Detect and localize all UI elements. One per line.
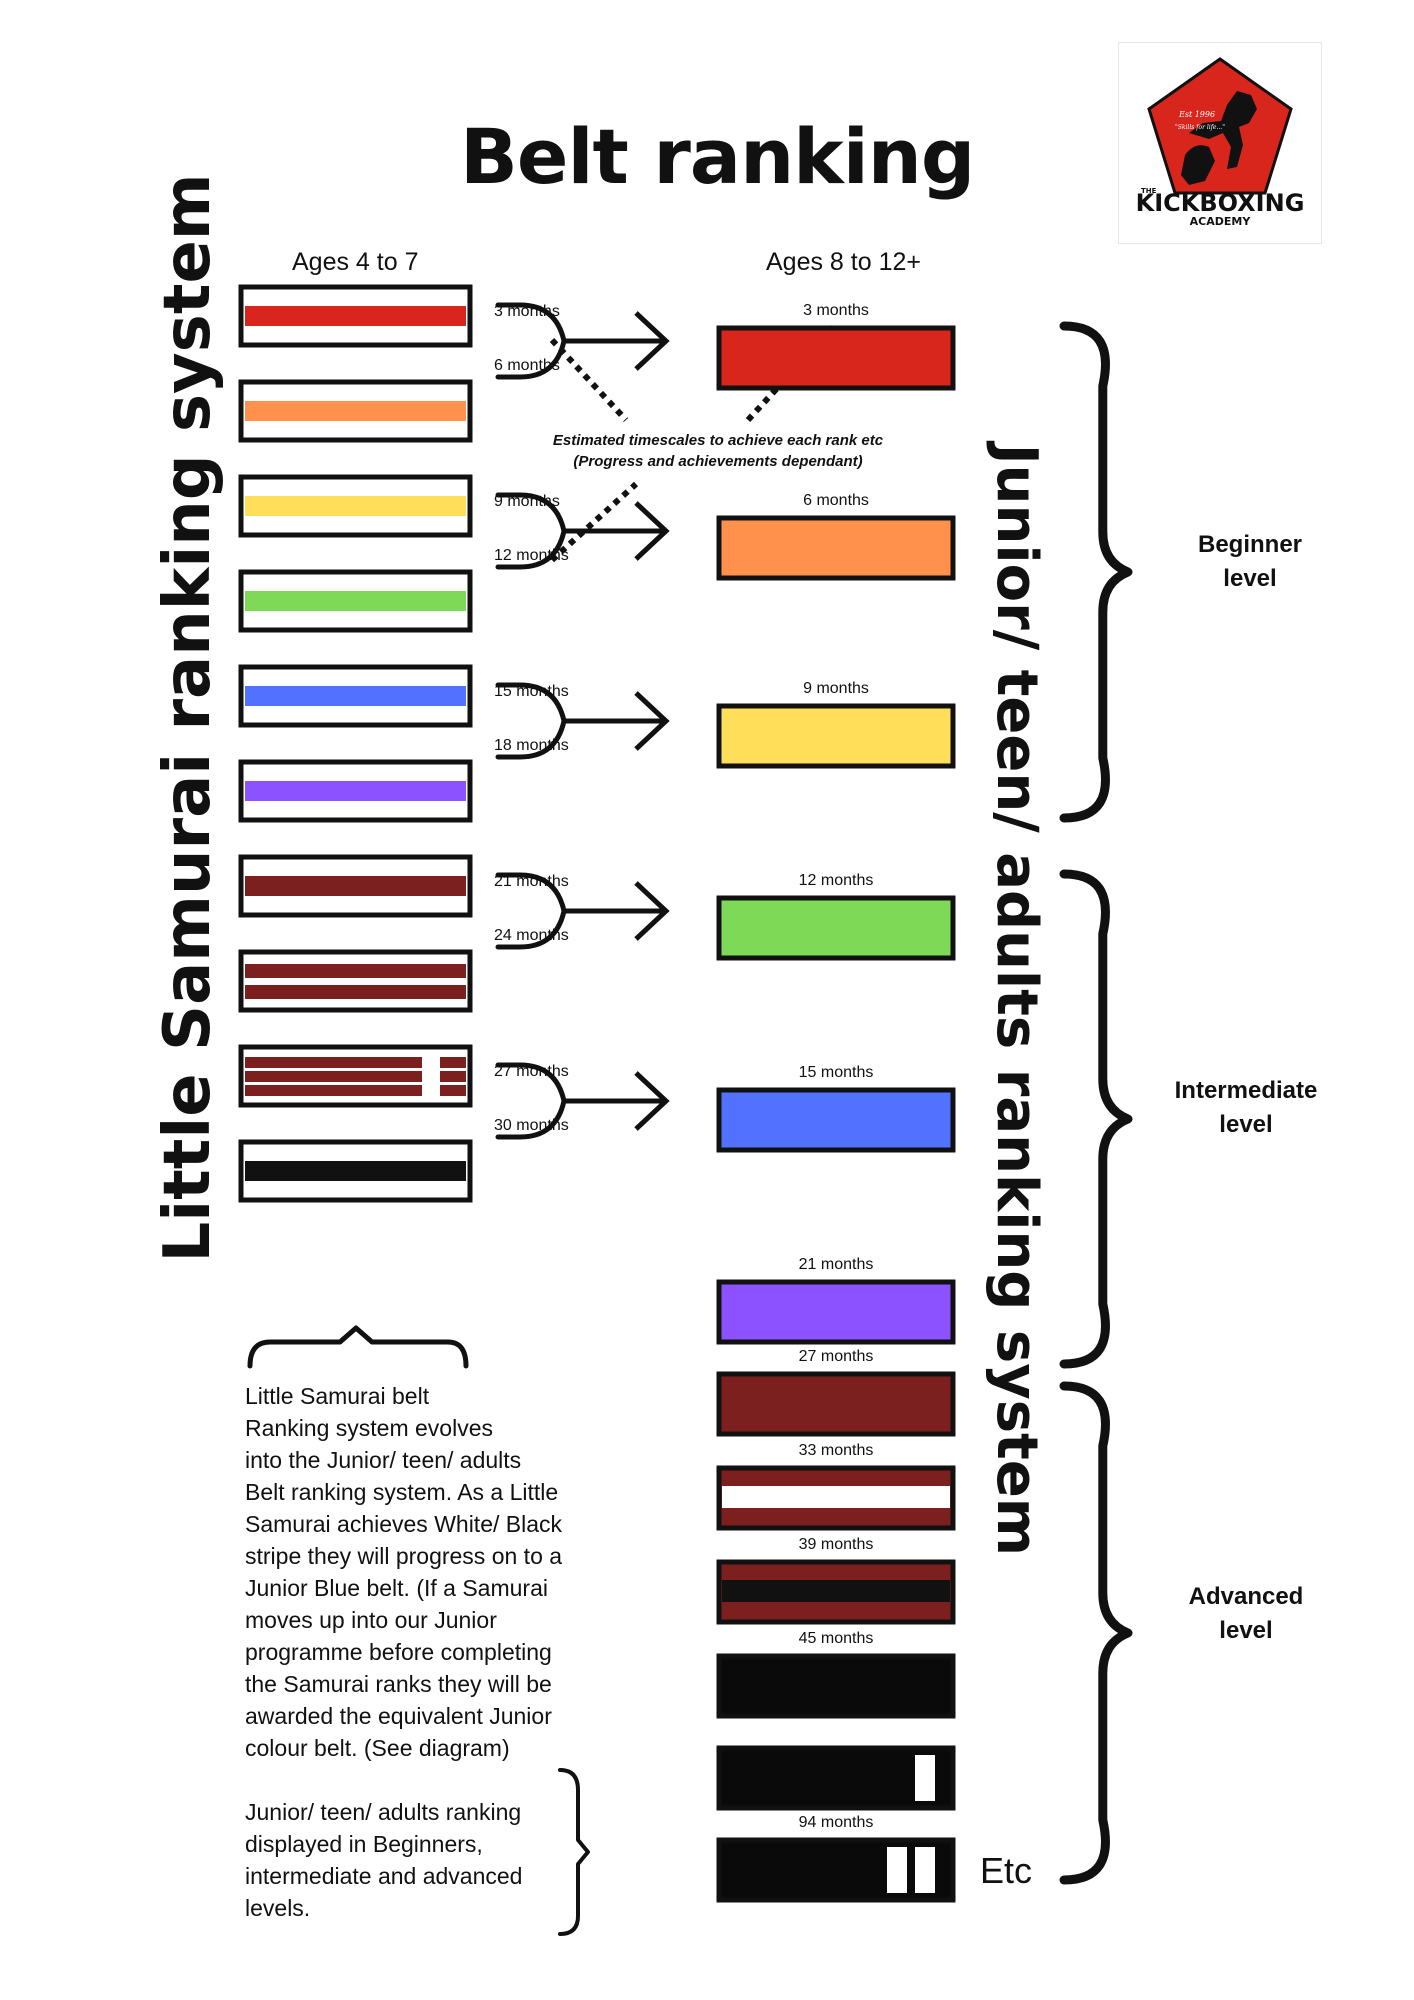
arrow-head: [634, 691, 670, 751]
kickboxing-academy-logo: Est 1996 "Skills for life..." THE KICKBO…: [1118, 42, 1322, 244]
arrow-month-label: 6 months: [494, 357, 560, 374]
arrow-month-label: 9 months: [494, 493, 560, 510]
advanced-brace: [1059, 1381, 1133, 1885]
logo-graphic: Est 1996 "Skills for life..." THE KICKBO…: [1136, 57, 1305, 228]
etc-label: Etc: [980, 1850, 1033, 1891]
little-belt-stripe: [245, 496, 466, 516]
junior-blue-belt: [716, 1087, 956, 1153]
arrow-month-label: 30 months: [494, 1117, 569, 1134]
junior-belt-month-label: 3 months: [803, 302, 869, 319]
little-samurai-brace: [247, 1325, 469, 1369]
arrow-head: [634, 881, 670, 941]
intermediate-level-label: Intermediate level: [1174, 1077, 1318, 1138]
arrow-head: [634, 1071, 670, 1131]
arrow-month-label: 12 months: [494, 547, 569, 564]
little-belt-stripe: [245, 964, 466, 978]
timescale-note: Estimated timescales to achieve each ran…: [508, 430, 928, 472]
junior-belt-tab: [915, 1755, 935, 1801]
little-belt-stripe: [245, 781, 466, 801]
logo-tagline: "Skills for life...": [1175, 124, 1225, 131]
junior-belt-month-label: 39 months: [798, 1536, 874, 1553]
junior-belt-month-label: 33 months: [798, 1442, 874, 1459]
junior-belt-month-label: 9 months: [803, 680, 869, 697]
junior-green-belt: [716, 895, 956, 961]
junior-belt-month-label: 12 months: [798, 872, 874, 889]
junior-belt-month-label: 15 months: [798, 1064, 874, 1081]
junior-description-brace: [558, 1768, 590, 1936]
dotted-guide-line: [549, 337, 629, 423]
beginner-level-label: Beginner level: [1197, 531, 1302, 592]
little-belt-stripe: [245, 306, 466, 326]
arrow-head: [634, 311, 670, 371]
junior-black-belt-2-tabs: [716, 1837, 956, 1903]
logo-est: Est 1996: [1178, 110, 1215, 119]
column-header-ages-4-7: Ages 4 to 7: [292, 248, 419, 276]
logo-sub: ACADEMY: [1190, 215, 1252, 228]
arrow-month-label: 24 months: [494, 927, 569, 944]
column-header-ages-8-12: Ages 8 to 12+: [766, 248, 921, 276]
beginner-brace: [1059, 321, 1133, 823]
intermediate-brace: [1059, 869, 1133, 1369]
arrow-month-label: 21 months: [494, 873, 569, 890]
junior-belt-month-label: 45 months: [798, 1630, 874, 1647]
timescale-note-line1: Estimated timescales to achieve each ran…: [552, 432, 884, 449]
logo-name: KICKBOXING: [1136, 189, 1305, 217]
little-belt-stripe: [245, 591, 466, 611]
little-samurai-description: Little Samurai belt Ranking system evolv…: [245, 1383, 563, 1761]
junior-yellow-belt: [716, 703, 956, 769]
junior-belt-tab: [887, 1847, 907, 1893]
arrow-month-label: 27 months: [494, 1063, 569, 1080]
junior-orange-belt: [716, 515, 956, 581]
junior-red-belt: [716, 325, 956, 391]
junior-belt-month-label: 27 months: [798, 1348, 874, 1365]
arrow-head: [634, 501, 670, 561]
little-belt-stripe: [245, 876, 466, 896]
junior-black-belt: [716, 1653, 956, 1719]
junior-brown-belt: [716, 1371, 956, 1437]
junior-purple-belt: [716, 1279, 956, 1345]
timescale-note-line2: (Progress and achievements dependant): [573, 453, 863, 470]
little-belt-tab: [422, 1051, 440, 1101]
arrow-month-label: 18 months: [494, 737, 569, 754]
arrow-month-label: 15 months: [494, 683, 569, 700]
junior-black-belt-1-tab: [716, 1745, 956, 1811]
junior-ranking-description: Junior/ teen/ adults ranking displayed i…: [245, 1799, 523, 1921]
junior-belt-month-label: 94 months: [798, 1814, 874, 1831]
junior-belt-stripe: [722, 1486, 950, 1508]
little-belt-stripe: [245, 1161, 466, 1181]
little-belt-stripe: [245, 686, 466, 706]
little-belt-stripe: [245, 1071, 466, 1082]
little-belt-stripe: [245, 1085, 466, 1096]
junior-belt-tab: [915, 1847, 935, 1893]
junior-belt-month-label: 21 months: [798, 1256, 874, 1273]
little-belt-white-double-brown-stripe: [238, 949, 473, 1013]
little-belt-stripe: [245, 1057, 466, 1068]
little-belt-stripe: [245, 401, 466, 421]
logo-the: THE: [1141, 187, 1157, 195]
advanced-level-label: Advanced level: [1188, 1583, 1304, 1644]
junior-belt-stripe: [722, 1580, 950, 1602]
arrow-month-label: 3 months: [494, 303, 560, 320]
page-title: Belt ranking: [460, 112, 975, 201]
junior-belt-month-label: 6 months: [803, 492, 869, 509]
little-belt-stripe: [245, 985, 466, 999]
